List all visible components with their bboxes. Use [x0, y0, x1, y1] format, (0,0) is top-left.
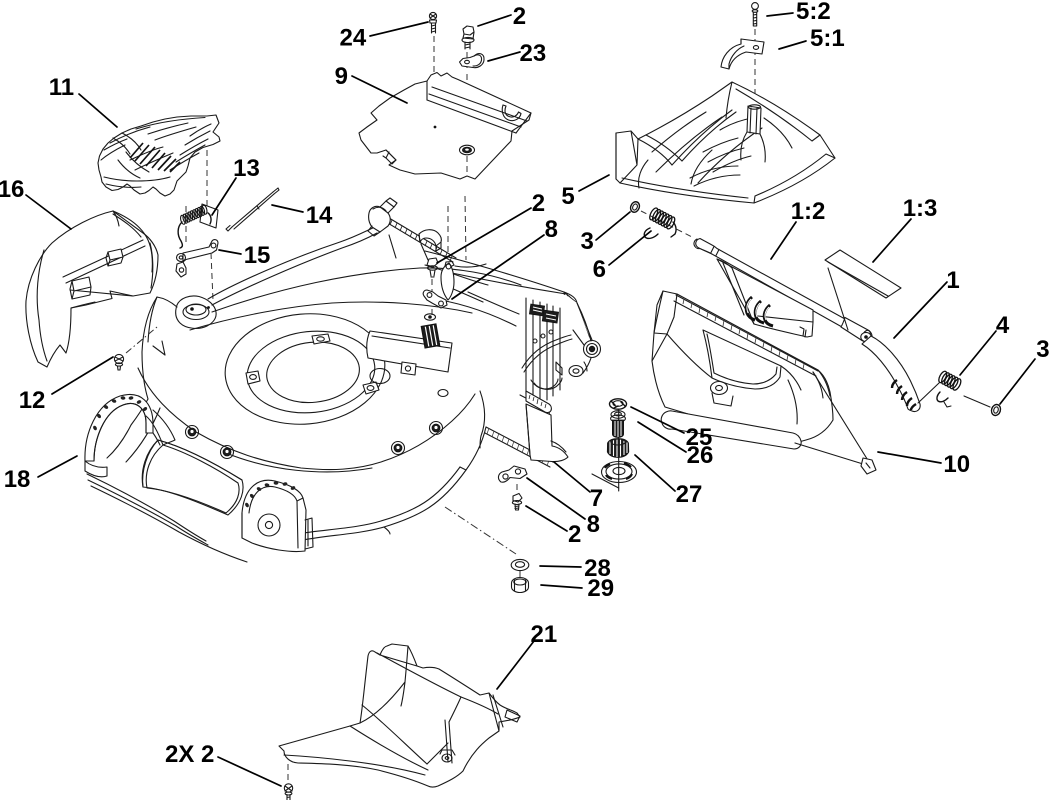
svg-text:21: 21: [531, 621, 558, 648]
svg-text:4: 4: [996, 312, 1010, 339]
svg-text:11: 11: [49, 74, 74, 101]
svg-text:9: 9: [335, 63, 348, 90]
svg-text:8: 8: [587, 511, 600, 538]
svg-text:8: 8: [545, 216, 558, 243]
svg-text:26: 26: [687, 442, 714, 469]
svg-text:1:3: 1:3: [903, 195, 938, 222]
svg-text:2: 2: [513, 3, 526, 30]
svg-text:2: 2: [532, 190, 545, 217]
svg-text:5:1: 5:1: [810, 25, 845, 52]
svg-text:14: 14: [306, 202, 333, 229]
svg-text:10: 10: [943, 451, 970, 478]
svg-text:3: 3: [1036, 336, 1049, 363]
svg-text:24: 24: [340, 25, 367, 52]
svg-text:29: 29: [587, 575, 614, 602]
svg-text:13: 13: [233, 155, 260, 182]
svg-text:28: 28: [584, 555, 611, 582]
svg-text:16: 16: [0, 176, 24, 203]
svg-text:6: 6: [593, 256, 606, 283]
svg-text:18: 18: [4, 466, 31, 493]
svg-text:1: 1: [946, 267, 959, 294]
svg-text:27: 27: [676, 481, 703, 508]
svg-text:3: 3: [581, 228, 594, 255]
svg-text:2: 2: [568, 521, 581, 548]
svg-text:7: 7: [590, 485, 603, 512]
svg-text:5: 5: [561, 183, 574, 210]
svg-text:5:2: 5:2: [796, 0, 831, 25]
svg-text:23: 23: [520, 40, 547, 67]
svg-text:15: 15: [244, 242, 271, 269]
svg-text:12: 12: [19, 387, 46, 414]
svg-text:1:2: 1:2: [791, 198, 826, 225]
svg-text:2X 2: 2X 2: [165, 741, 214, 768]
svg-text:25: 25: [686, 424, 713, 451]
